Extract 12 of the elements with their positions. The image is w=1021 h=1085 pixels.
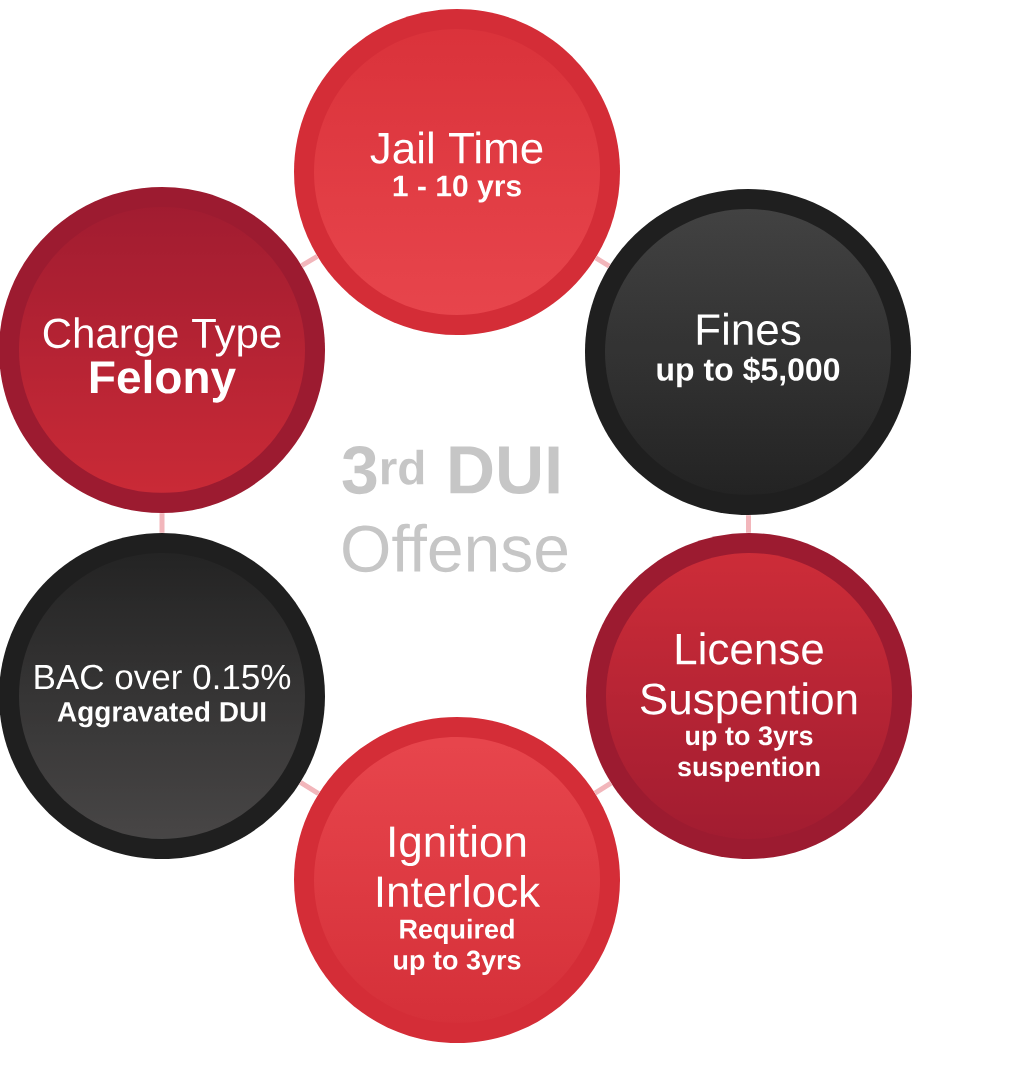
- connector-line: [593, 780, 613, 796]
- connector-line: [159, 513, 165, 533]
- circle-node: Ignition Interlock Required up to 3yrs: [294, 717, 620, 1043]
- connector-line: [746, 515, 752, 533]
- circle-node: Fines up to $5,000: [585, 189, 911, 515]
- subheading-text: Offense: [343, 523, 568, 573]
- connector-line: [300, 254, 319, 268]
- circle-node: License Suspention up to 3yrs suspention: [586, 533, 912, 859]
- heading-text: 3$^{rd}$ DUI: [342, 445, 559, 495]
- connector-line: [299, 780, 320, 796]
- circle-node: Jail Time 1 - 10 yrs: [294, 9, 620, 335]
- connector-line: [594, 255, 611, 269]
